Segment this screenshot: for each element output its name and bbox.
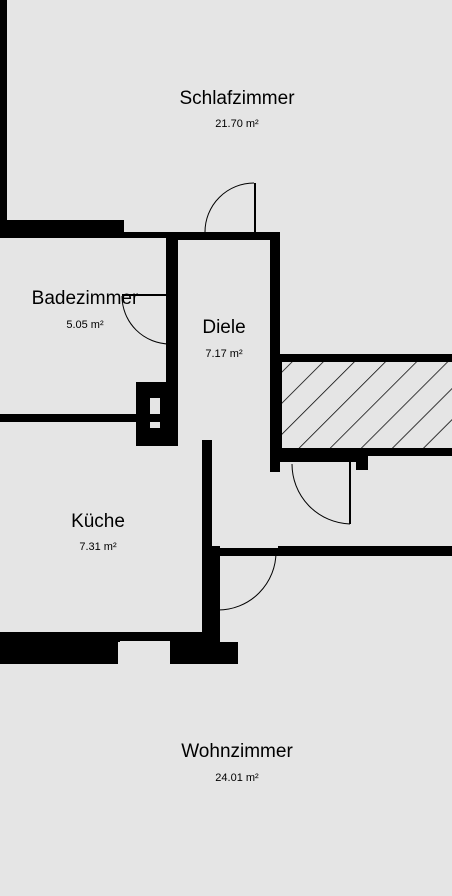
wall-corridor <box>356 448 452 456</box>
room-schlafzimmer[interactable] <box>7 0 452 354</box>
wall-diele-bottom-2 <box>170 642 238 656</box>
room-area-wohnzimmer: 24.01 m² <box>215 772 259 784</box>
room-wohnzimmer[interactable] <box>0 556 452 896</box>
room-badezimmer[interactable] <box>0 238 166 414</box>
room-area-schlafzimmer: 21.70 m² <box>215 118 259 130</box>
wall-living-top <box>278 546 452 556</box>
wall-shaft-top <box>278 354 452 362</box>
wall-corridor-step <box>356 448 368 470</box>
wall-kitchen-bath <box>0 414 178 422</box>
room-area-kueche: 7.31 m² <box>79 541 117 553</box>
shaft-hatch <box>282 360 452 448</box>
wall-bath-diele <box>166 232 178 382</box>
room-name-badezimmer: Badezimmer <box>32 288 139 309</box>
door-schlafzimmer[interactable] <box>204 182 256 233</box>
door-corridor[interactable] <box>291 460 351 525</box>
door-badezimmer[interactable] <box>121 294 171 345</box>
shaft-opening <box>150 398 160 428</box>
room-kueche[interactable] <box>0 422 202 632</box>
wall-top-left <box>0 220 124 238</box>
room-name-schlafzimmer: Schlafzimmer <box>179 88 295 109</box>
wall-diele-bottom <box>176 632 212 642</box>
room-name-diele: Diele <box>202 317 245 338</box>
door-wohnzimmer[interactable] <box>217 551 277 611</box>
room-name-kueche: Küche <box>71 511 125 532</box>
wall-kitchen-bottom-2 <box>0 642 116 664</box>
room-name-wohnzimmer: Wohnzimmer <box>181 741 293 762</box>
wall-living-top-left <box>210 546 220 556</box>
room-area-badezimmer: 5.05 m² <box>66 319 104 331</box>
wall-kitchen-bottom <box>0 632 120 642</box>
wall-kitchen-diele <box>202 440 212 642</box>
room-area-diele: 7.17 m² <box>205 348 243 360</box>
wall-diele-right <box>270 232 280 472</box>
